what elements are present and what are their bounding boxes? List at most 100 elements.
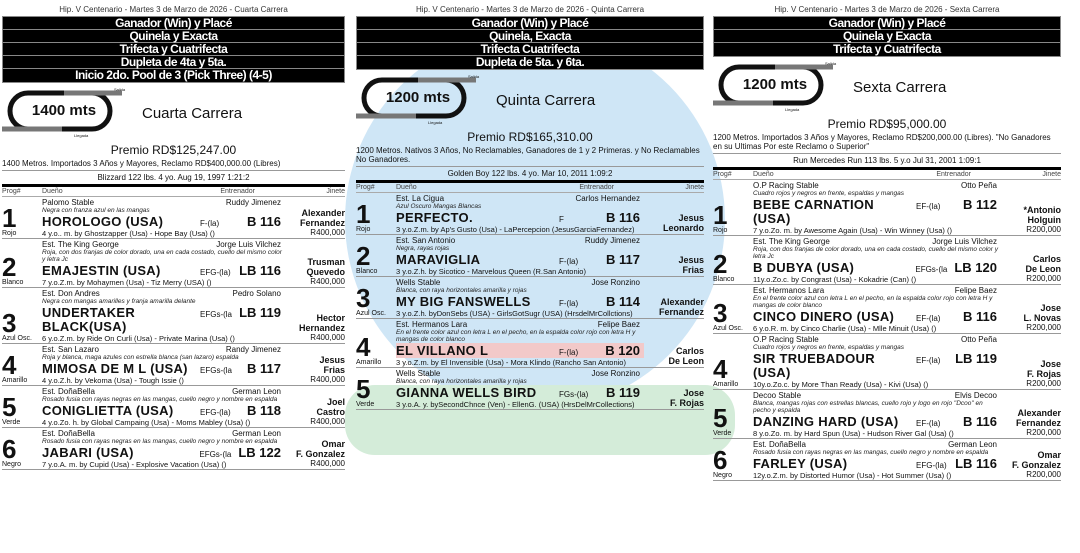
horse-name: GIANNA WELLS BIRD xyxy=(396,385,537,400)
pedigree: 3 y.o.Z.m. by Ap's Gusto (Usa) - LaPerce… xyxy=(396,225,635,234)
saddlecloth-color: Blanco xyxy=(356,268,378,275)
claim-price xyxy=(644,317,704,318)
medication: F-(la) xyxy=(559,257,579,266)
silks-description: Negra, rayas rojas xyxy=(396,245,450,252)
owner: Est. DoñaBella xyxy=(42,429,95,438)
weight: B 118 xyxy=(247,403,281,418)
horse-name: CONIGLIETTA (USA) xyxy=(42,403,174,418)
jockey-first: Joel xyxy=(326,397,345,407)
owner: Est. Hermanos Lara xyxy=(396,320,468,329)
jockey-last: F. Rojas xyxy=(669,398,704,408)
weight: LB 119 xyxy=(239,305,281,320)
program-number: 3 xyxy=(713,298,728,328)
weight: B 119 xyxy=(606,385,640,400)
track-record: Run Mercedes Run 113 lbs. 5 y.o Jul 31, … xyxy=(713,153,1061,165)
saddlecloth-color: Verde xyxy=(2,419,21,426)
saddlecloth-color: Azul Osc. xyxy=(356,310,386,317)
owner: Est. San Antonio xyxy=(396,236,456,245)
horse-name: CINCO DINERO (USA) xyxy=(753,309,895,324)
llegada-label: Llegada xyxy=(428,120,443,125)
medication: EFG-(la) xyxy=(200,268,231,277)
trainer: Jorge Luis Vilchez xyxy=(216,240,281,249)
horse-name: PERFECTO. xyxy=(396,210,473,225)
pedigree: 6 y.o.Z.m. by Ride On Curli (Usa) - Priv… xyxy=(42,334,235,343)
program-number: 2 xyxy=(356,241,371,271)
silks-description: Roja, con dos franjas de color dorado, u… xyxy=(42,249,282,263)
pedigree: 4 y.o.Zo. h. by Global Campaing (Usa) - … xyxy=(42,418,251,427)
bet-type: Dupleta de 4ta y 5ta. xyxy=(3,56,344,69)
saddlecloth-color: Rojo xyxy=(713,227,728,234)
program-number: 6 xyxy=(713,445,728,475)
medication: EF-(la) xyxy=(916,314,941,323)
program-number: 2 xyxy=(2,252,17,282)
col-owner: Dueño xyxy=(42,188,63,195)
silks-description: En el frente color azul con letra L en e… xyxy=(753,295,993,309)
program-number: 6 xyxy=(2,434,17,464)
trainer: Jose Ronzino xyxy=(591,278,640,287)
pedigree: 4 y.o.Z.h. by Vekoma (Usa) - Tough Issie… xyxy=(42,376,184,385)
owner: Est. DoñaBella xyxy=(42,387,95,396)
jockey-last: Quevedo xyxy=(306,267,345,277)
silks-description: Roja, con dos franjas de color dorado, u… xyxy=(753,246,998,260)
medication: F-(la) xyxy=(559,348,579,357)
medication: EFGs-(la xyxy=(915,265,948,274)
horse-name: BEBE CARNATION (USA) xyxy=(753,197,874,226)
trainer: Carlos Hernandez xyxy=(575,194,640,203)
claim-price: R400,000 xyxy=(310,333,345,342)
distance-label: 1200 mts xyxy=(742,76,808,93)
track-diagram-icon: 1200 mts Salida Llegada xyxy=(713,61,843,113)
saddlecloth-color: Negro xyxy=(713,472,733,479)
race-purse: Premio RD$165,310.00 xyxy=(467,130,593,144)
bet-type: Trifecta y Cuatrifecta xyxy=(833,42,941,56)
silks-description: Negra con mangas amarilles y franja amar… xyxy=(42,298,196,305)
medication: EF-(la) xyxy=(916,419,941,428)
jockey-last: De Leon xyxy=(1025,264,1061,274)
horse-name: HOROLOGO (USA) xyxy=(42,214,164,229)
bet-type: Trifecta y Cuatrifecta xyxy=(3,43,344,56)
saddlecloth-color: Blanco xyxy=(713,276,735,283)
jockey-last: F. Rojas xyxy=(1026,369,1061,379)
trainer: Ruddy Jimenez xyxy=(584,236,640,245)
col-jockey: Jinete xyxy=(1042,171,1061,178)
col-owner: Dueño xyxy=(753,171,774,178)
jockey-first: Jose xyxy=(1040,359,1061,369)
saddlecloth-color: Verde xyxy=(356,401,375,408)
jockey-last: F. Gonzalez xyxy=(1011,460,1061,470)
col-prog: Prog# xyxy=(713,171,732,178)
claim-price: R200,000 xyxy=(1026,274,1061,283)
pedigree: 4 y.o.. m. by Ghostzapper (Usa) - Hope B… xyxy=(42,229,215,238)
race-conditions: 1200 Metros. Importados 3 Años y Mayores… xyxy=(713,133,1051,151)
bet-type: Quinela y Exacta xyxy=(3,30,344,43)
program-number: 4 xyxy=(356,332,371,362)
track-record: Golden Boy 122 lbs. 4 yo. Mar 10, 2011 1… xyxy=(356,166,704,178)
medication: EF-(la) xyxy=(916,356,941,365)
bet-type: Ganador (Win) y Placé xyxy=(3,17,344,30)
trainer: Otto Peña xyxy=(960,181,997,190)
claim-price: R200,000 xyxy=(1026,379,1061,388)
race-conditions: 1400 Metros. Importados 3 Años y Mayores… xyxy=(2,159,281,168)
owner: O.P Racing Stable xyxy=(753,335,819,344)
claim-price: R400,000 xyxy=(310,228,345,237)
medication: FGs-(la) xyxy=(559,390,589,399)
owner: Decoo Stable xyxy=(753,391,802,400)
silks-description: Roja y blanca, maga azules con estrella … xyxy=(42,354,239,361)
col-jockey: Jinete xyxy=(326,188,345,195)
jockey-first: Hector xyxy=(316,313,345,323)
medication: EFGs-(la xyxy=(200,366,232,375)
claim-price: R200,000 xyxy=(1026,323,1061,332)
program-number: 4 xyxy=(2,350,17,380)
owner: Est. The King George xyxy=(42,240,119,249)
pedigree: 8 y.o.Zo. m. by Hard Spun (Usa) - Hudson… xyxy=(753,429,954,438)
medication: EFG-(la) xyxy=(200,408,231,417)
horse-name: EMAJESTIN (USA) xyxy=(42,263,161,278)
program-number: 5 xyxy=(356,374,371,404)
